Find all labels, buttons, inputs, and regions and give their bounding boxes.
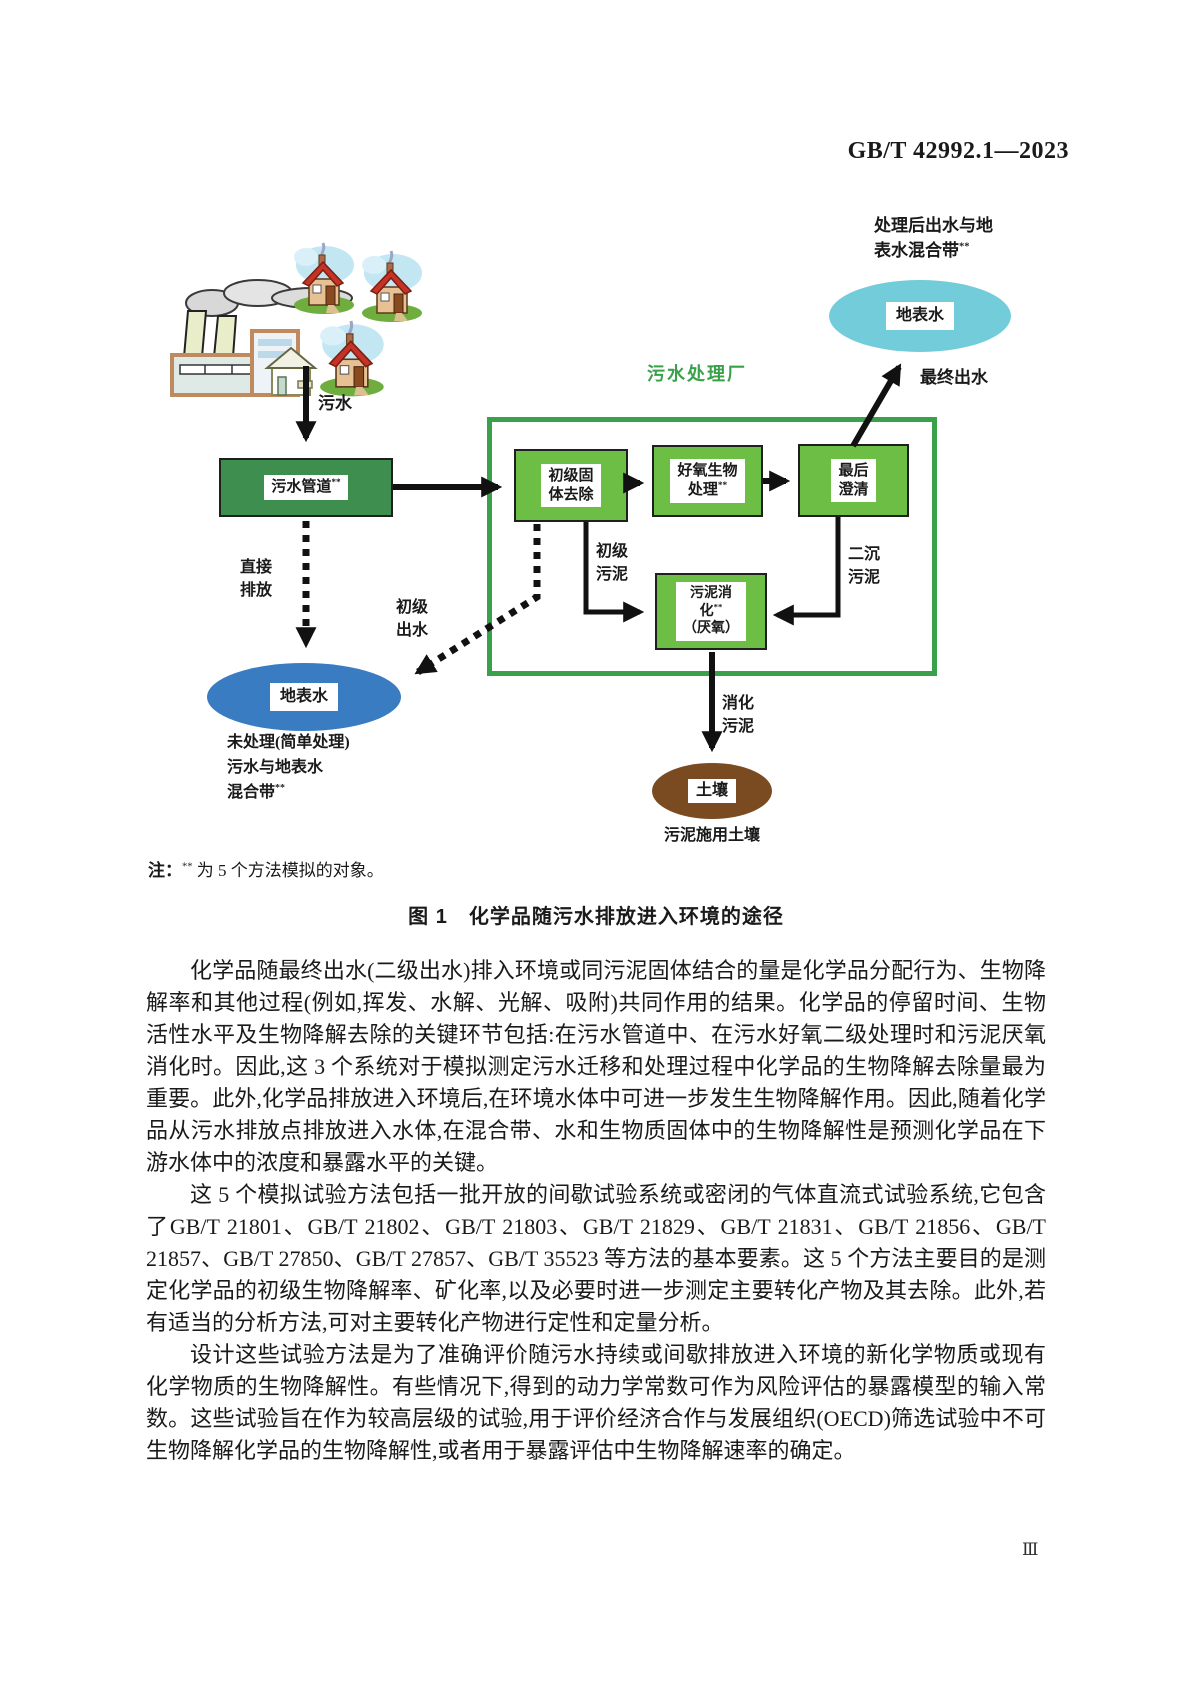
surface-water-top-label: 地表水 xyxy=(885,302,954,330)
note-asterisks: ** xyxy=(182,861,193,873)
primary-solids-removal-box: 初级固 体去除 xyxy=(514,449,628,522)
factory-houses-illustration xyxy=(170,241,424,398)
sludge-digestion-label: 污泥消 化** （厌氧） xyxy=(676,582,746,641)
house-icon xyxy=(360,249,424,324)
soil-ellipse: 土壤 xyxy=(652,763,772,819)
primary-sludge-label: 初级 污泥 xyxy=(596,543,629,584)
surface-water-top-ellipse: 地表水 xyxy=(829,280,1011,352)
house-icon xyxy=(292,241,356,316)
untreated-mixing-zone-label: 未处理(简单处理) 污水与地表水 混合带** xyxy=(227,734,350,801)
figure-1-diagram: 污水处理厂 污水管道** 初级固 体去除 好氧生物 处理** 最后 澄清 xyxy=(170,216,1011,844)
paragraph-2: 这 5 个模拟试验方法包括一批开放的间歇试验系统或密闭的气体直流式试验系统,它包… xyxy=(146,1182,1046,1335)
treated-mixing-zone-label: 处理后出水与地 表水混合带** xyxy=(874,216,993,260)
treatment-plant-label: 污水处理厂 xyxy=(647,364,747,384)
surface-water-left-label: 地表水 xyxy=(269,683,338,711)
final-clarification-box: 最后 澄清 xyxy=(798,444,909,517)
sewage-label: 污水 xyxy=(318,394,352,413)
surface-water-left-ellipse: 地表水 xyxy=(207,663,401,731)
final-effluent-label: 最终出水 xyxy=(920,368,988,387)
figure-caption: 图 1 化学品随污水排放进入环境的途径 xyxy=(408,906,784,928)
page-number: Ⅲ xyxy=(1022,1540,1039,1559)
secondary-sludge-label: 二沉 污泥 xyxy=(848,546,881,587)
direct-discharge-label: 直接 排放 xyxy=(240,559,273,600)
paragraph-3: 设计这些试验方法是为了准确评价随污水持续或间歇排放进入环境的新化学物质或现有化学… xyxy=(146,1342,1046,1463)
aerobic-treatment-label: 好氧生物 处理** xyxy=(670,459,745,503)
sludge-digestion-box: 污泥消 化** （厌氧） xyxy=(655,573,767,650)
standard-number: GB/T 42992.1—2023 xyxy=(847,138,1069,164)
body-text: 化学品随最终出水(二级出水)排入环境或同污泥固体结合的量是化学品分配行为、生物降… xyxy=(146,955,1046,1467)
aerobic-treatment-box: 好氧生物 处理** xyxy=(652,445,763,517)
sewer-pipe-label: 污水管道** xyxy=(264,475,348,500)
digested-sludge-label: 消化 污泥 xyxy=(722,695,755,736)
sludge-soil-label: 污泥施用土壤 xyxy=(663,827,760,844)
final-clarification-label: 最后 澄清 xyxy=(831,458,876,503)
primary-solids-removal-label: 初级固 体去除 xyxy=(541,463,601,508)
note-prefix: 注： xyxy=(148,861,182,880)
house-icon xyxy=(318,319,386,398)
note-text: 为 5 个方法模拟的对象。 xyxy=(196,861,384,880)
paragraph-1: 化学品随最终出水(二级出水)排入环境或同污泥固体结合的量是化学品分配行为、生物降… xyxy=(146,958,1046,1175)
figure-note: 注：** 为 5 个方法模拟的对象。 xyxy=(148,856,384,881)
primary-effluent-label: 初级 出水 xyxy=(396,599,429,640)
sewer-pipe-box: 污水管道** xyxy=(219,458,393,517)
soil-label: 土壤 xyxy=(687,779,736,803)
